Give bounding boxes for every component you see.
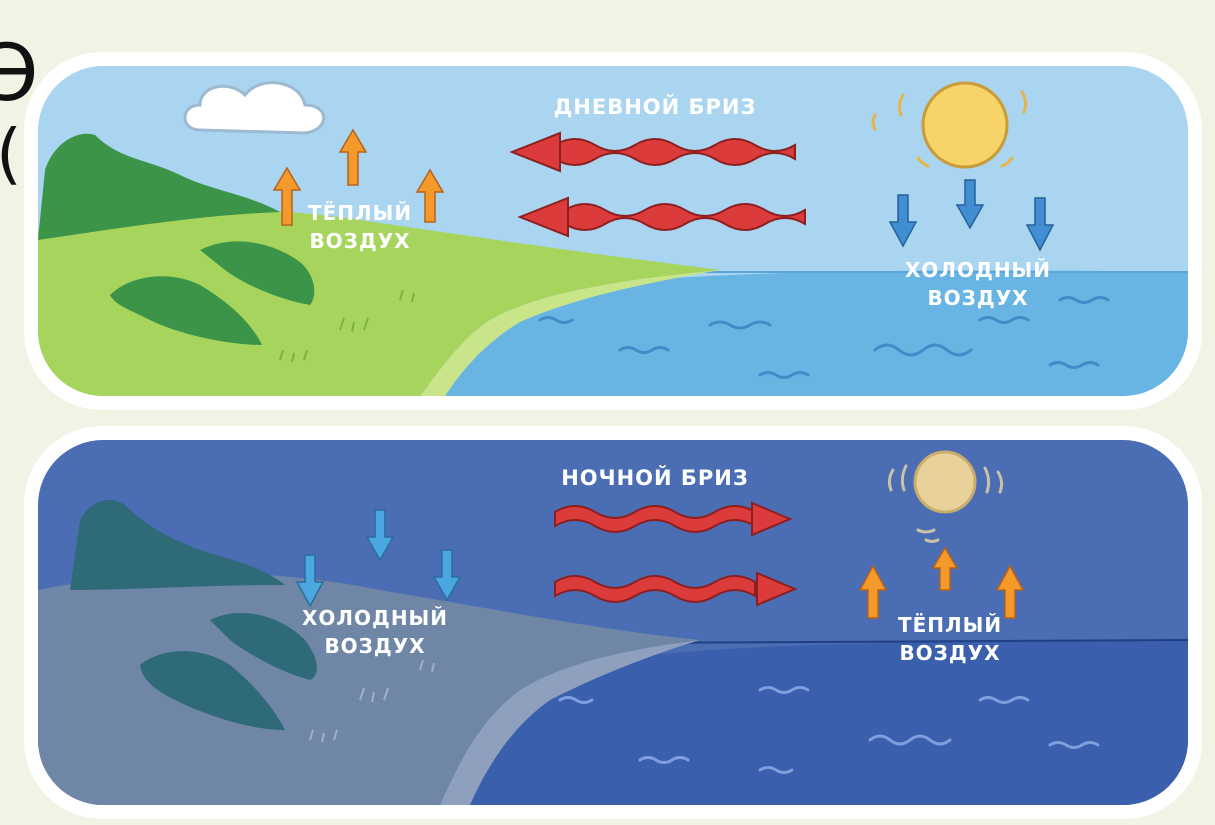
day-breeze-label: ДНЕВНОЙ БРИЗ: [554, 94, 757, 119]
cold-air-arrow-icon: [955, 179, 985, 230]
warm-air-arrow-icon: [995, 564, 1025, 619]
cold-air-arrows: [295, 509, 462, 608]
day-grass: [279, 289, 415, 363]
day-sea-air-label-line1: ХОЛОДНЫЙ: [905, 258, 1051, 282]
cold-air-arrow-icon: [365, 509, 395, 562]
day-shore: [420, 270, 720, 396]
cold-air-arrow-icon: [432, 549, 462, 602]
day-land-air-label-line2: ВОЗДУХ: [309, 229, 410, 253]
day-breeze-arrows: [509, 131, 806, 238]
breeze-arrowhead-icon: [756, 571, 798, 607]
day-hill: [38, 133, 280, 240]
night-hill: [70, 500, 285, 590]
warm-air-arrow-icon: [931, 546, 959, 591]
day-sea-air-label-line2: ВОЗДУХ: [927, 286, 1028, 310]
night-sea-air-label-line2: ВОЗДУХ: [899, 641, 1000, 665]
night-hill: [210, 612, 317, 680]
warm-air-arrows: [858, 546, 1025, 619]
moon-icon: [887, 450, 1004, 543]
night-sea-air-label-line1: ТЁПЛЫЙ: [898, 613, 1002, 637]
warm-air-arrow-icon: [415, 168, 445, 223]
breeze-arrowhead-icon: [509, 131, 561, 173]
day-hill: [110, 276, 262, 345]
cold-air-arrow-icon: [1025, 197, 1055, 252]
night-shore: [440, 640, 700, 805]
night-sea-waves: [558, 686, 1100, 774]
edge-text-fragment: (: [0, 115, 22, 192]
warm-air-arrow-icon: [858, 564, 888, 619]
day-breeze-panel: ДНЕВНОЙ БРИЗ ТЁПЛЫЙ ВОЗДУХ ХОЛОДНЫЙ ВОЗД…: [24, 52, 1202, 410]
breeze-arrowhead-icon: [517, 196, 569, 238]
sun-icon: [871, 66, 1028, 169]
night-land: [38, 573, 700, 805]
night-grass: [309, 659, 435, 743]
warm-air-arrows: [272, 128, 445, 226]
breeze-arrow-icon: [554, 575, 756, 603]
day-sea: [420, 270, 1188, 396]
breeze-arrow-icon: [564, 203, 806, 231]
day-sea-waves: [538, 296, 1110, 379]
day-hill: [200, 241, 315, 305]
night-breeze-label: НОЧНОЙ БРИЗ: [561, 465, 749, 490]
night-breeze-arrows: [554, 501, 798, 607]
cold-air-arrow-icon: [888, 194, 918, 248]
cloud-icon: [183, 81, 326, 135]
cold-air-arrow-icon: [295, 554, 325, 608]
night-land-air-label-line1: ХОЛОДНЫЙ: [302, 606, 448, 630]
night-land-air-label-line2: ВОЗДУХ: [324, 634, 425, 658]
night-sea: [440, 640, 1188, 805]
warm-air-arrow-icon: [338, 128, 368, 186]
night-breeze-panel: НОЧНОЙ БРИЗ ХОЛОДНЫЙ ВОЗДУХ ТЁПЛЫЙ ВОЗДУ…: [24, 426, 1202, 819]
warm-air-arrow-icon: [272, 166, 302, 226]
cold-air-arrows: [888, 179, 1055, 252]
day-land-air-label-line1: ТЁПЛЫЙ: [308, 201, 412, 225]
breeze-arrowhead-icon: [751, 501, 793, 537]
night-hill: [140, 651, 285, 730]
breeze-arrow-icon: [554, 138, 796, 166]
